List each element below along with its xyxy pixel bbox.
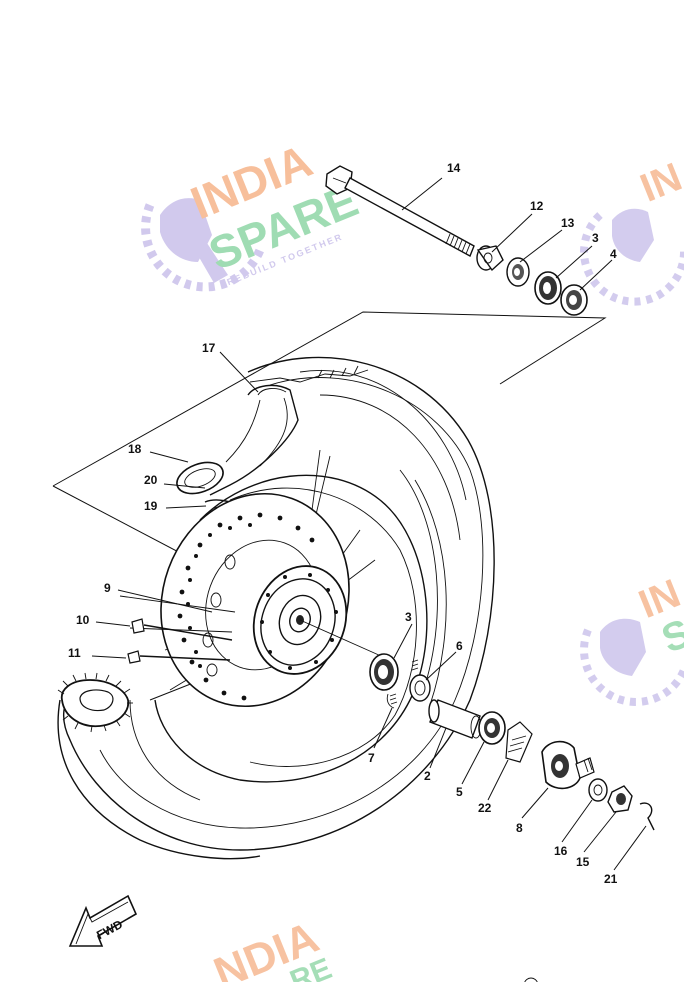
callout-13: 13: [561, 216, 575, 230]
callout-19: 19: [144, 499, 158, 513]
axle-shaft: [325, 165, 475, 257]
corner-mark: [524, 977, 538, 982]
oil-seal-upper: [506, 257, 530, 287]
callout-7: 7: [368, 751, 375, 765]
callout-16: 16: [554, 844, 568, 858]
tire-bead-cutout: [57, 672, 133, 733]
callout-numbers: 14 12 13 3 4 17 18 20 19 9 10 11 3 6 7 2…: [68, 161, 618, 886]
callout-11: 11: [68, 646, 81, 660]
callout-10: 10: [76, 613, 90, 627]
oil-seal-lower: [409, 659, 431, 702]
callout-4: 4: [610, 247, 617, 261]
axle-washer: [588, 778, 608, 802]
wheel-hub: [252, 565, 391, 675]
bearing-lower: [369, 653, 399, 691]
axle-nut: [607, 785, 633, 813]
tire: [57, 356, 495, 860]
callout-5: 5: [456, 785, 463, 799]
speedometer-gear-unit: [541, 740, 595, 790]
watermark-bottom: NDIA RE: [207, 913, 336, 982]
callout-18: 18: [128, 442, 142, 456]
callout-leaders: [91, 177, 647, 871]
axle-spacer-nut: [560, 284, 588, 316]
disc-bolt-holes: [202, 554, 236, 677]
watermark-wrench-icon: [141, 198, 265, 292]
callout-3-lower: 3: [405, 610, 412, 624]
callout-2: 2: [424, 769, 431, 783]
callout-22: 22: [478, 801, 492, 815]
callout-14: 14: [447, 161, 461, 175]
meter-clutch: [505, 721, 533, 763]
disc-bolts: [119, 595, 236, 664]
svg-text:S: S: [656, 611, 684, 662]
callout-15: 15: [576, 855, 590, 869]
callout-17: 17: [202, 341, 216, 355]
callout-21: 21: [604, 872, 618, 886]
svg-text:IN: IN: [634, 155, 684, 211]
callout-12: 12: [530, 199, 544, 213]
watermark-right-top: IN: [580, 155, 684, 306]
cotter-pin: [639, 802, 655, 831]
callout-20: 20: [144, 473, 158, 487]
inner-tube-section: [176, 384, 299, 496]
callout-8: 8: [516, 821, 523, 835]
callout-3-upper: 3: [592, 231, 599, 245]
axle-collar: [476, 245, 504, 272]
circlip: [386, 693, 398, 709]
callout-9: 9: [104, 581, 111, 595]
watermark-right-mid: IN S: [580, 571, 684, 706]
forward-direction-arrow: FWD: [68, 894, 138, 947]
bearing-gear-side: [478, 711, 506, 745]
hub-spacer: [428, 699, 482, 739]
bearing-upper: [534, 271, 562, 305]
watermark-main: INDIA SPARE REBUILD TOGETHER: [141, 134, 365, 292]
callout-6: 6: [456, 639, 463, 653]
